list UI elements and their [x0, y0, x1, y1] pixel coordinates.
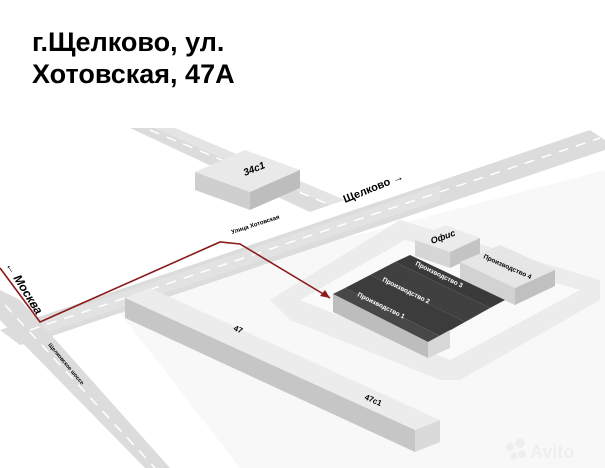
route-arrow-icon — [320, 290, 330, 298]
avito-watermark: Avito — [506, 438, 574, 462]
svg-text:Avito: Avito — [530, 442, 574, 462]
address-title: г.Щелково, ул. Хотовская, 47А — [32, 26, 235, 90]
address-line-2: Хотовская, 47А — [32, 59, 235, 89]
label-khotovskaya: Улица Хотовская — [231, 214, 281, 235]
route-line — [0, 241, 331, 323]
label-47: 47 — [232, 324, 244, 336]
address-line-1: г.Щелково, ул. — [32, 27, 225, 57]
highway-road — [0, 290, 170, 468]
